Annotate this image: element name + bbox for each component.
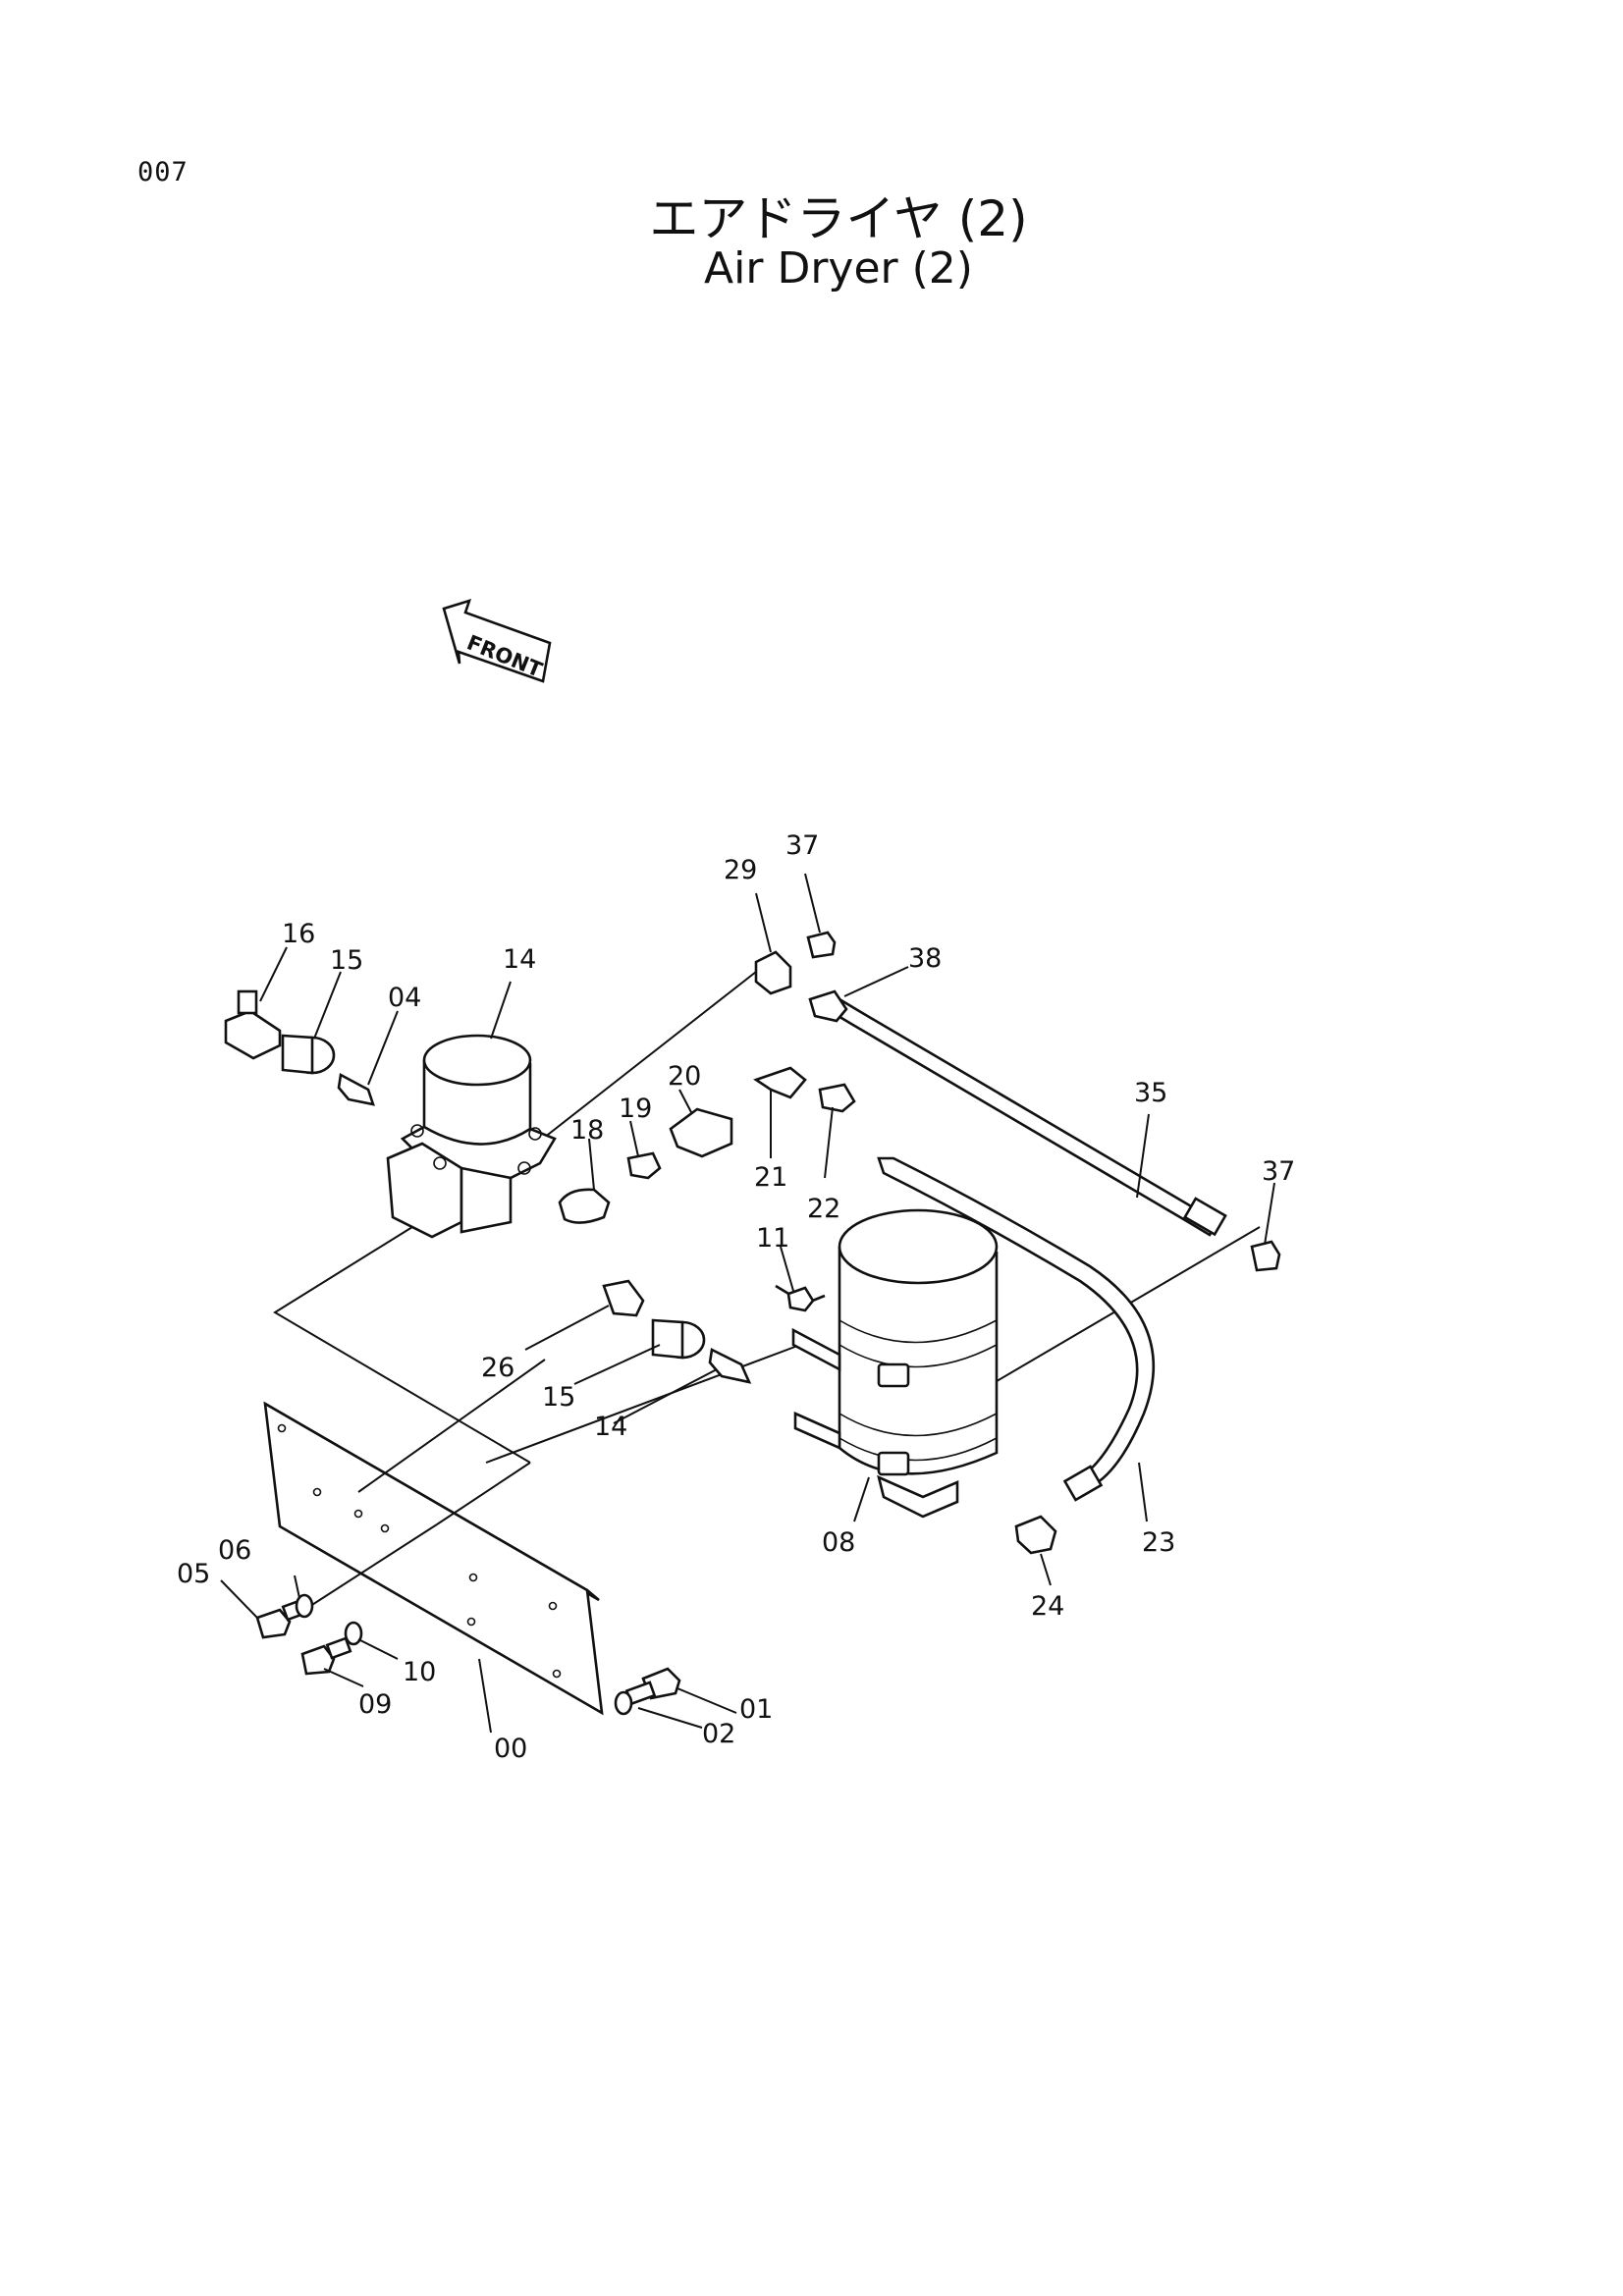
washer-06 (295, 1593, 314, 1619)
callout-37-lower: 37 (1262, 1156, 1295, 1187)
callout-15-upper: 15 (330, 945, 363, 976)
callout-06: 06 (218, 1535, 251, 1566)
callout-00: 00 (494, 1734, 527, 1764)
fitting-26 (602, 1279, 645, 1317)
callout-26: 26 (481, 1353, 514, 1383)
callout-01: 01 (739, 1694, 773, 1725)
page-number: 007 (137, 157, 189, 187)
fitting-15-lower (651, 1318, 706, 1360)
fitting-16 (224, 989, 282, 1060)
callout-05: 05 (177, 1559, 210, 1589)
callout-24: 24 (1031, 1591, 1064, 1622)
callout-16: 16 (282, 919, 315, 949)
callout-35: 35 (1134, 1078, 1167, 1108)
callout-14-lower: 14 (594, 1412, 627, 1442)
fitting-14-upper (337, 1072, 375, 1106)
washer-10 (344, 1621, 363, 1646)
bolt-09 (300, 1636, 352, 1676)
callout-08: 08 (822, 1527, 855, 1558)
callout-15-lower: 15 (542, 1382, 575, 1413)
fitting-21 (753, 1066, 807, 1099)
callout-10: 10 (403, 1657, 436, 1687)
fitting-19 (626, 1151, 662, 1180)
hose-23 (877, 1156, 1156, 1502)
base-plate (263, 1401, 604, 1716)
fitting-22 (818, 1083, 856, 1113)
callout-14-upper: 04 (388, 983, 421, 1013)
callout-11: 11 (756, 1223, 789, 1254)
bolt-05 (255, 1598, 308, 1639)
callout-02: 02 (702, 1719, 735, 1749)
callout-29: 29 (724, 855, 757, 885)
hose-35 (825, 994, 1227, 1237)
fitting-20 (669, 1107, 733, 1158)
fitting-38 (808, 989, 848, 1023)
fitting-37-lower (1250, 1240, 1281, 1272)
title-english: Air Dryer (2) (704, 243, 973, 294)
callout-20: 20 (668, 1061, 701, 1092)
fitting-29 (754, 950, 792, 995)
fitting-14-lower (708, 1348, 752, 1384)
air-dryer-04 (386, 1034, 557, 1239)
callout-23: 23 (1142, 1527, 1175, 1558)
air-tank-08 (775, 1208, 999, 1519)
title-japanese: エアドライヤ (2) (649, 190, 1028, 247)
callout-22: 22 (807, 1194, 840, 1224)
callout-18: 18 (570, 1115, 604, 1146)
fitting-37-upper (806, 931, 837, 959)
callout-37-upper: 37 (785, 830, 819, 861)
callout-21: 21 (754, 1162, 787, 1193)
fitting-24 (1014, 1515, 1057, 1555)
fitting-15-upper (281, 1034, 336, 1075)
bolt-01 (624, 1667, 681, 1706)
callout-38: 38 (908, 943, 942, 974)
fitting-18 (558, 1188, 611, 1224)
front-arrow-icon: FRONT (442, 599, 552, 683)
callout-04: 14 (503, 944, 536, 975)
callout-19: 19 (619, 1094, 652, 1124)
washer-02 (614, 1690, 633, 1716)
callout-09: 09 (358, 1689, 392, 1720)
fitting-11 (786, 1286, 815, 1312)
